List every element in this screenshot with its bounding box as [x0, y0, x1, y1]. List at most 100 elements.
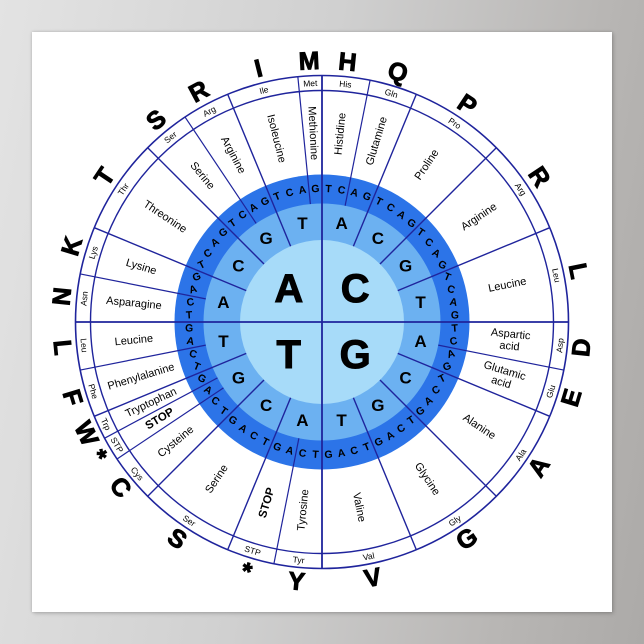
amino-acid-name: Asparagine: [106, 295, 163, 312]
third-base-letter: C: [449, 335, 459, 348]
first-base-letter: C: [341, 267, 370, 311]
amino-acid-abbreviation: Val: [362, 550, 375, 562]
amino-acid-letter: D: [567, 337, 597, 358]
second-base-letter: T: [336, 411, 347, 430]
amino-acid-letter: I: [252, 54, 266, 83]
amino-acid-name: Histidine: [332, 112, 348, 155]
third-base-letter: T: [437, 372, 449, 386]
amino-acid-letter: M: [298, 47, 320, 76]
amino-acid-name: Tyrosine: [295, 489, 311, 532]
amino-acid-letter: L: [563, 261, 593, 281]
first-base-letter: T: [277, 333, 301, 377]
third-base-letter: T: [186, 309, 194, 321]
second-base-letter: T: [297, 214, 308, 233]
third-base-letter: C: [188, 347, 199, 361]
third-base-letter: T: [272, 190, 283, 204]
first-base-letter: G: [340, 333, 371, 377]
second-base-letter: C: [399, 368, 411, 387]
second-base-divider: [352, 397, 417, 551]
amino-acid-name-line: Aspartic: [490, 327, 531, 343]
amino-acid-divider: [273, 438, 300, 564]
third-base-letter: T: [325, 183, 333, 195]
amino-acid-abbreviation: Asp: [554, 337, 565, 353]
second-base-letter: G: [371, 396, 384, 415]
second-base-letter: A: [296, 411, 308, 430]
third-base-letter: T: [442, 270, 453, 284]
amino-acid-divider: [184, 116, 257, 224]
amino-acid-divider: [297, 76, 311, 205]
third-base-letter: A: [186, 335, 196, 348]
amino-acid-letter: Q: [384, 56, 411, 88]
amino-acid-letter: *: [84, 445, 113, 468]
amino-acid-letter: H: [337, 47, 358, 77]
third-base-letter: T: [196, 258, 208, 272]
amino-acid-abbreviation: Phe: [86, 383, 100, 401]
third-base-letter: G: [450, 309, 459, 321]
second-base-divider: [147, 147, 265, 265]
second-base-letter: C: [232, 257, 244, 276]
third-base-letter: C: [337, 184, 347, 197]
third-base-letter: G: [324, 449, 333, 461]
third-base-letter: T: [192, 360, 203, 374]
third-base-letter: A: [188, 283, 199, 297]
second-base-letter: C: [260, 396, 272, 415]
amino-acid-divider: [80, 273, 206, 300]
amino-acid-abbreviation: Lys: [87, 245, 100, 260]
second-base-letter: G: [399, 257, 412, 276]
third-base-letter: T: [373, 195, 385, 209]
amino-acid-letter: K: [56, 234, 88, 259]
amino-acid-name-line: acid: [499, 340, 520, 354]
amino-acid-divider: [104, 377, 218, 439]
amino-acid-abbreviation: Met: [303, 78, 318, 89]
second-base-divider: [147, 379, 265, 497]
amino-acid-abbreviation: Gln: [384, 87, 400, 100]
amino-acid-abbreviation: His: [339, 79, 352, 90]
amino-acid-name: Leucine: [114, 333, 154, 349]
third-base-letter: A: [446, 347, 457, 361]
amino-acid-letter: L: [48, 339, 77, 357]
third-base-letter: G: [185, 322, 194, 334]
amino-acid-letter: Y: [287, 567, 307, 597]
second-base-divider: [397, 352, 551, 417]
amino-acid-abbreviation: Ile: [258, 84, 269, 96]
amino-acid-name: Methionine: [305, 106, 320, 160]
third-base-letter: G: [311, 183, 320, 195]
second-base-divider: [93, 352, 247, 417]
amino-acid-letter: V: [362, 563, 384, 594]
second-base-letter: T: [415, 293, 426, 312]
amino-acid-divider: [116, 387, 224, 460]
amino-acid-abbreviation: STP: [243, 544, 262, 558]
amino-acid-name: Asparticacid: [489, 327, 531, 355]
third-base-letter: C: [349, 444, 360, 458]
amino-acid-divider: [438, 344, 564, 371]
amino-acid-name: Valine: [350, 492, 368, 524]
second-base-divider: [379, 379, 497, 497]
second-base-divider: [93, 227, 247, 292]
third-base-letter: T: [260, 435, 272, 449]
amino-acid-letter: F: [57, 386, 88, 409]
second-base-divider: [379, 147, 497, 265]
second-base-divider: [352, 93, 417, 247]
third-base-letter: C: [284, 186, 295, 200]
second-base-letter: G: [260, 229, 273, 248]
amino-acid-abbreviation: Leu: [550, 267, 563, 283]
amino-acid-abbreviation: Glu: [544, 383, 557, 399]
amino-acid-divider: [344, 80, 371, 206]
third-base-letter: T: [451, 322, 459, 334]
second-base-divider: [227, 397, 292, 551]
third-base-letter: T: [312, 449, 320, 461]
third-base-letter: C: [186, 296, 196, 309]
amino-acid-name-line: acid: [490, 374, 513, 391]
third-base-letter: A: [449, 296, 459, 309]
second-base-letter: G: [232, 368, 245, 387]
amino-acid-abbreviation: Leu: [78, 338, 89, 353]
amino-acid-letter: E: [556, 386, 588, 410]
